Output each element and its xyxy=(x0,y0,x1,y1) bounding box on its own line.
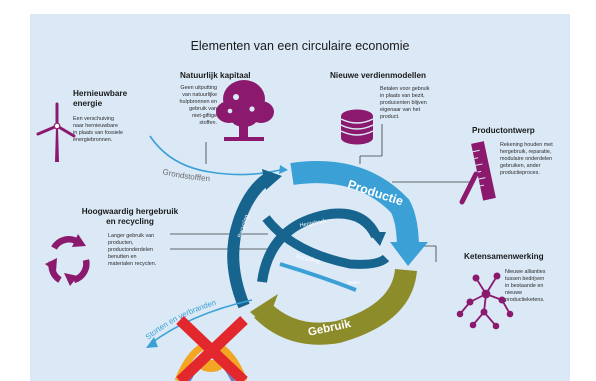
natural-desc-line: Geen uitputting xyxy=(180,85,217,91)
raw-materials-label: Grondstofffen xyxy=(162,167,211,183)
models-heading: Nieuwe verdienmodellen xyxy=(330,71,427,80)
raw-materials-arrow xyxy=(149,135,281,176)
delen-arc xyxy=(279,262,357,292)
ruler-pencil-icon xyxy=(459,141,496,205)
renewable-heading: Hernieuwbare energie xyxy=(73,89,127,109)
renewable-heading-line1: Hernieuwbare xyxy=(73,89,128,98)
recycling-description: Langer gebruik van producten, productond… xyxy=(108,233,156,268)
recycling-desc-line: benutten en xyxy=(108,253,137,260)
models-desc-line: Betalen voor gebruik xyxy=(380,86,430,92)
chain-description: Nieuwe allianties tussen bedrijven in be… xyxy=(505,269,545,304)
landfill-arrowhead xyxy=(146,337,158,348)
natural-desc-line: niet-giftige xyxy=(192,112,217,119)
natural-desc-line: gebruik van xyxy=(189,105,217,112)
recycling-heading-line2: en recycling xyxy=(106,216,154,226)
natural-desc-line: hulpbronnen en xyxy=(179,98,217,105)
delen-label: Delen xyxy=(348,280,360,285)
recycling-outer-arrowhead xyxy=(262,169,282,190)
models-desc-line: eigenaar van het xyxy=(380,106,421,113)
recycling-desc-line: materialen recyclen. xyxy=(108,260,157,267)
design-desc-line: hergebruik, reparatie, xyxy=(500,148,552,155)
recycling-desc-line: producten, xyxy=(108,239,134,246)
chain-desc-line: nieuwe xyxy=(505,289,523,296)
renewable-desc-line: Een verschuiving xyxy=(73,116,115,122)
gebruik-arrowhead xyxy=(250,294,278,326)
recycling-inner-arc xyxy=(262,215,390,269)
coin-stack-icon xyxy=(340,109,374,145)
recycling-outer-arc xyxy=(227,173,272,309)
design-desc-line: Rekening houden met xyxy=(500,142,553,148)
natural-desc-line: van natuurlijke xyxy=(182,91,217,98)
recycling-inner-label: Recycling xyxy=(296,254,321,265)
productie-arc xyxy=(290,161,419,251)
recycling-desc-line: productonderdelen xyxy=(108,246,153,253)
hergebruik-arc xyxy=(257,208,381,283)
recycling-heading: Hoogwaardig hergebruik en recycling xyxy=(60,207,200,227)
hergebruik-label: Hergebruik xyxy=(299,218,327,229)
recycle-icon xyxy=(45,234,90,286)
renewable-desc-line: naar hernieuwbare xyxy=(73,122,118,129)
recycling-desc-line: Langer gebruik van xyxy=(108,233,155,239)
natural-heading: Natuurlijk kapitaal xyxy=(180,71,251,80)
tree-icon xyxy=(216,80,274,141)
hergebruik-arrowhead xyxy=(368,232,386,246)
productie-arrowhead xyxy=(390,242,428,266)
chain-desc-line: in bestaande en xyxy=(505,282,544,289)
connector-lines xyxy=(170,124,471,262)
models-description: Betalen voor gebruik in plaats van bezit… xyxy=(380,86,429,121)
chain-desc-line: tussen bedrijven xyxy=(505,275,545,282)
renewable-desc-line: in plaats van fossiele xyxy=(73,129,124,136)
recycling-heading-line1: Hoogwaardig hergebruik xyxy=(81,207,179,216)
design-heading: Productontwerp xyxy=(472,126,535,135)
raw-materials-arrowhead xyxy=(279,165,288,174)
design-desc-line: productieproces. xyxy=(500,169,540,176)
design-description: Rekening houden met hergebruik, reparati… xyxy=(500,142,553,177)
chain-heading: Ketensamenwerking xyxy=(464,252,544,261)
renewable-description: Een verschuiving naar hernieuwbare in pl… xyxy=(73,116,123,144)
natural-desc-line: stoffen. xyxy=(199,119,217,126)
chain-desc-line: productieketens. xyxy=(505,296,545,303)
infographic-panel: Productie Gebruik Recycling Hergebruik R… xyxy=(30,14,570,381)
models-desc-line: product. xyxy=(380,113,400,120)
landfill-cross-icon xyxy=(176,316,248,381)
renewable-heading-line2: energie xyxy=(73,98,103,108)
chain-desc-line: Nieuwe allianties xyxy=(505,269,546,275)
page-title: Elementen van een circulaire economie xyxy=(190,39,410,53)
gebruik-arc xyxy=(254,268,417,345)
models-desc-line: in plaats van bezit, xyxy=(380,92,425,99)
renewable-desc-line: energiebronnen. xyxy=(73,136,113,143)
wind-turbine-icon xyxy=(36,102,76,162)
circular-economy-diagram: Productie Gebruik Recycling Hergebruik R… xyxy=(36,80,514,381)
landfill-arrow xyxy=(149,299,253,345)
models-desc-line: producenten blijven xyxy=(380,99,427,106)
raw-materials-label-path: Grondstofffen xyxy=(162,167,211,183)
design-desc-line: gebruiken, ander xyxy=(500,162,541,169)
network-icon xyxy=(456,272,514,330)
design-desc-line: modulaire onderdelen xyxy=(500,155,553,162)
natural-description: Geen uitputting van natuurlijke hulpbron… xyxy=(165,85,217,126)
